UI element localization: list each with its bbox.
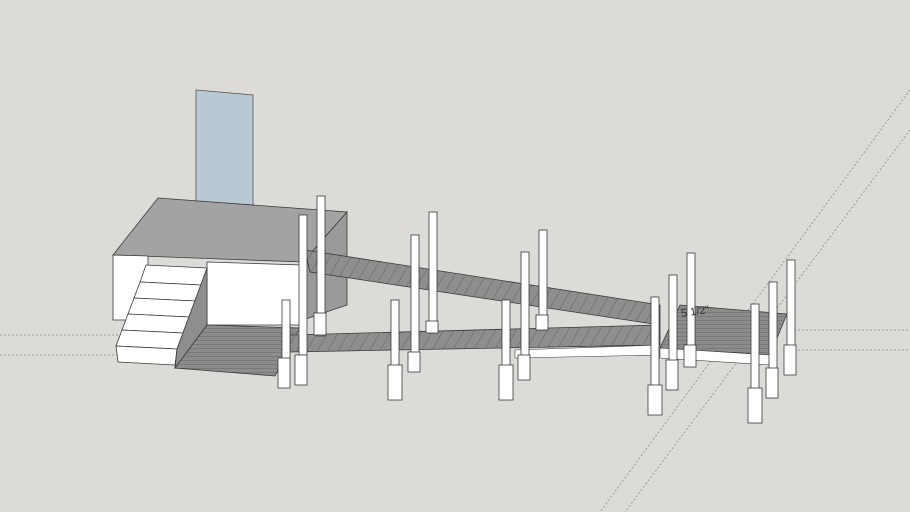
post [768,281,778,378]
post [750,303,760,390]
post [650,296,660,393]
post [428,211,438,333]
post [281,299,291,361]
door-panel[interactable] [195,89,254,206]
upper-ramp[interactable] [304,249,661,326]
post [298,214,308,356]
post [501,299,511,371]
lower-landing[interactable] [174,324,301,377]
post [390,299,400,371]
stairs[interactable] [115,264,208,370]
posts[interactable] [277,195,797,424]
post [316,195,326,337]
post [520,251,530,363]
end-landing[interactable] [659,304,788,366]
guide-lines [0,89,910,512]
post [410,234,420,366]
post [786,259,796,351]
